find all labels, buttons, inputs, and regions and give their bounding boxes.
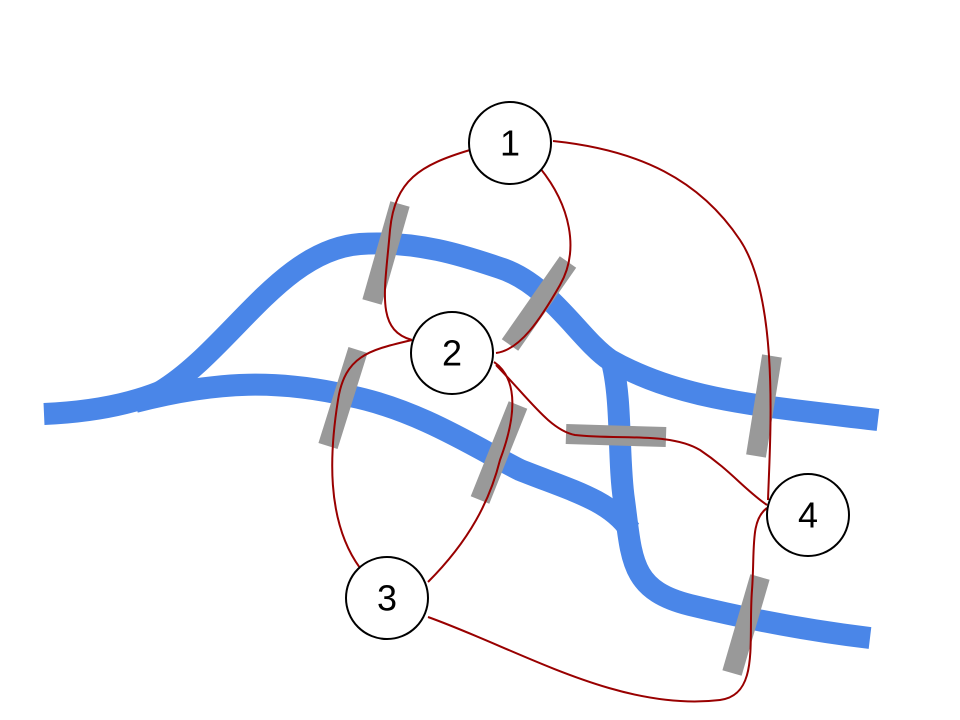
path-1-2-via-bridge-1 — [383, 149, 471, 341]
node-4-circle — [766, 473, 850, 557]
node-2-circle — [410, 311, 494, 395]
node-4: 4 — [766, 473, 850, 557]
path-2-3-via-bridge-4 — [427, 361, 514, 583]
nodes: 1 2 3 4 — [345, 101, 850, 640]
node-3-label: 3 — [377, 578, 397, 619]
path-2-3-via-bridge-3 — [331, 339, 413, 569]
node-3-circle — [345, 556, 429, 640]
path-2-4-via-bridge-5 — [495, 364, 768, 506]
bridge-1 — [362, 201, 410, 305]
river-upper-branch — [154, 232, 880, 431]
river-lower-branch — [132, 373, 640, 537]
node-2-label: 2 — [442, 333, 462, 374]
node-1-circle — [468, 101, 552, 185]
path-1-4 — [552, 140, 772, 501]
bridge-2 — [501, 256, 577, 351]
path-1-2-via-bridge-2 — [495, 167, 572, 354]
node-3: 3 — [345, 556, 429, 640]
node-1-label: 1 — [500, 123, 520, 164]
node-1: 1 — [468, 101, 552, 185]
paths — [331, 140, 772, 703]
bridge-5 — [565, 424, 667, 447]
node-2: 2 — [410, 311, 494, 395]
bridge-7 — [722, 574, 770, 676]
node-4-label: 4 — [798, 495, 818, 536]
path-3-4 — [427, 507, 768, 703]
